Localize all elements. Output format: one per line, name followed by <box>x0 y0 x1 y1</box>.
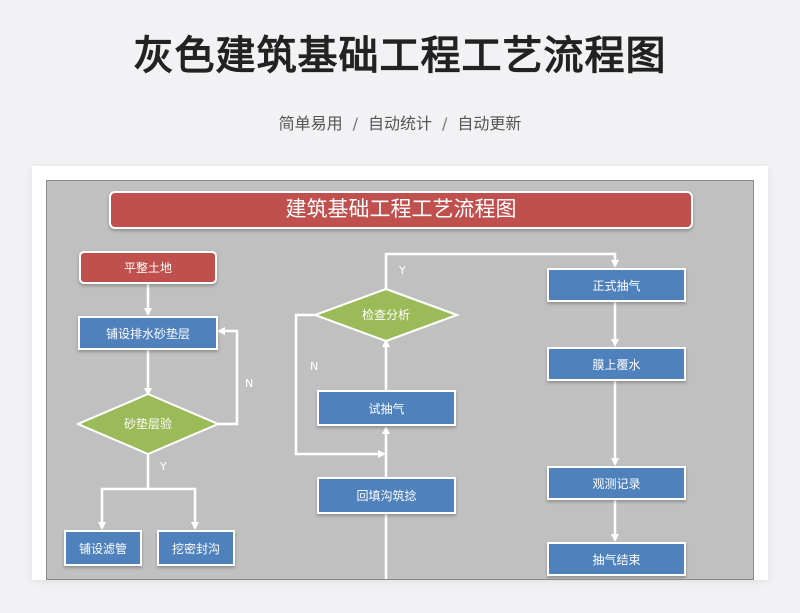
edge-label-no-sand: N <box>245 377 254 390</box>
feature-tags: 简单易用 / 自动统计 / 自动更新 <box>0 113 800 135</box>
flowchart-connectors <box>75 252 619 579</box>
edge-check-no-loop <box>217 327 239 426</box>
node-formal-pumping: 正式抽气 <box>547 268 686 302</box>
node-check-sand-layer: 砂垫层验 <box>123 417 172 431</box>
edge-label-yes-sand: Y <box>160 460 167 473</box>
node-level-ground: 平整土地 <box>79 251 217 284</box>
edge-inspect-yes-up <box>384 252 619 289</box>
node-backfill-trench: 回填沟筑捻 <box>317 477 456 514</box>
preview-card: 建筑基础工程工艺流程图 平整土地 铺设排水砂垫层 砂垫层验 铺设滤管 挖密封沟 … <box>32 166 768 580</box>
tag-auto-update: 自动更新 <box>457 114 522 133</box>
decision-inspect-shape <box>312 287 460 343</box>
node-lay-filter-pipe: 铺设滤管 <box>64 530 142 566</box>
tag-separator: / <box>442 114 448 133</box>
page-title: 灰色建筑基础工程工艺流程图 <box>133 33 667 79</box>
tag-separator: / <box>352 114 358 133</box>
decision-check-sand-shape <box>75 392 221 456</box>
edge-check-yes-split <box>98 454 150 530</box>
node-lay-sand-layer: 铺设排水砂垫层 <box>78 316 218 350</box>
node-dig-seal-trench: 挖密封沟 <box>157 530 235 566</box>
node-observe-record: 观测记录 <box>547 466 686 500</box>
node-end-pumping: 抽气结束 <box>547 542 686 576</box>
edge-inspect-no-loop <box>294 313 386 458</box>
flowchart-canvas: 建筑基础工程工艺流程图 平整土地 铺设排水砂垫层 砂垫层验 铺设滤管 挖密封沟 … <box>46 180 754 580</box>
node-trial-pumping: 试抽气 <box>317 390 456 426</box>
edge-split-right <box>148 487 199 530</box>
tag-easy: 简单易用 <box>278 114 343 133</box>
edge-label-yes-inspect: Y <box>399 264 406 277</box>
tag-auto-stats: 自动统计 <box>367 114 432 133</box>
edge-label-no-inspect: N <box>310 360 319 373</box>
diagram-title-banner: 建筑基础工程工艺流程图 <box>109 191 693 229</box>
node-inspect-analyze: 检查分析 <box>361 308 410 322</box>
node-membrane-water: 膜上覆水 <box>547 347 686 381</box>
